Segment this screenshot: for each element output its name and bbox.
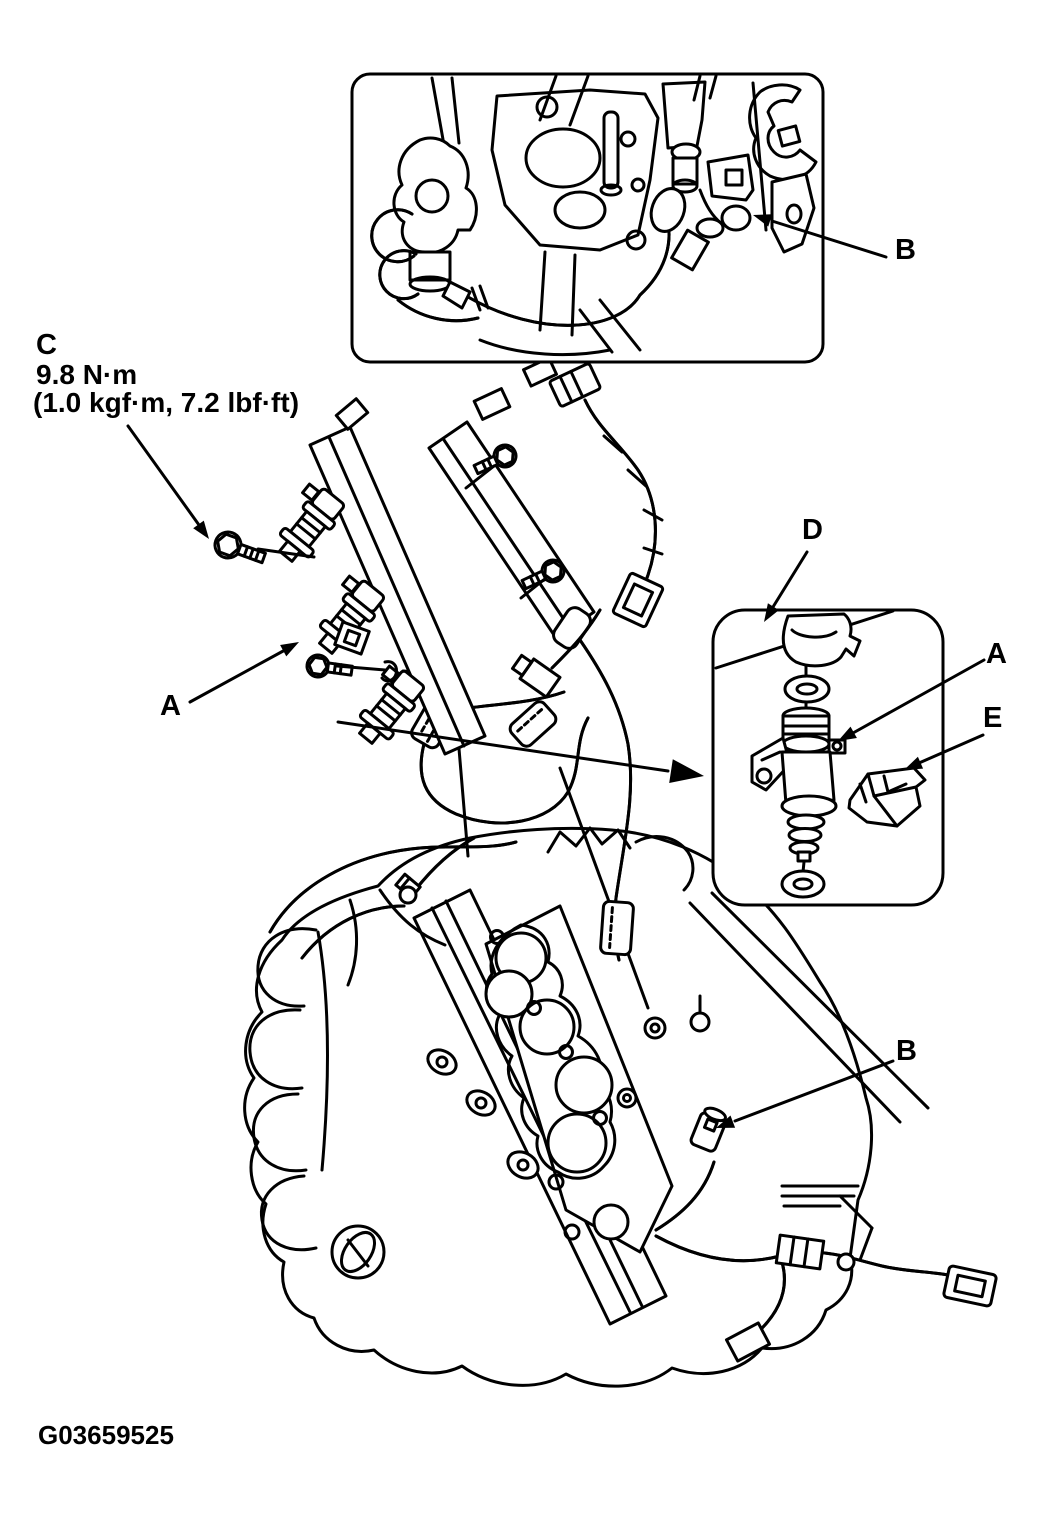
top-detail-view (350, 72, 825, 364)
hose-clamps-left (370, 208, 420, 301)
intake-manifold-runners (248, 927, 330, 1252)
detail-zoom-arrow (336, 720, 704, 783)
callout-b-bottom-letter: B (896, 1035, 917, 1067)
panel-edge-line (710, 891, 930, 1110)
main-hose (396, 220, 671, 327)
injector-connector (333, 620, 371, 656)
seal-ring (783, 674, 831, 704)
harness-connector (611, 571, 665, 629)
fuel-rail-assembly (213, 356, 665, 962)
callout-c-letter: C (36, 329, 57, 361)
injector-retainer-clip (847, 766, 927, 828)
cushion-ring (780, 869, 826, 899)
oil-filler-cap (330, 1224, 386, 1280)
rail-bolt-3 (472, 443, 518, 476)
harness-connector (548, 362, 602, 408)
callout-e-letter: E (983, 702, 1003, 734)
callout-c-arrow (126, 424, 209, 539)
torque-spec-nm: 9.8 N·m (36, 359, 138, 390)
harness-clamp-top-right (748, 83, 818, 181)
callout-d-arrow (764, 550, 809, 622)
torque-spec-alt: (1.0 kgf·m, 7.2 lbf·ft) (33, 387, 300, 418)
callout-a-main-letter: A (160, 690, 181, 722)
callout-a-inset-arrow (838, 658, 986, 741)
callout-arrows (126, 214, 986, 1128)
left-connector-fork (392, 76, 478, 293)
engine-harness-sensor (654, 1106, 727, 1232)
callout-d-letter: D (802, 514, 823, 546)
fuel-injector-exploded (750, 706, 847, 874)
panel-edge-line (688, 901, 902, 1124)
figure-id: G03659525 (38, 1420, 174, 1450)
feed-pipe-fitting (599, 899, 635, 957)
callout-e-arrow (904, 733, 985, 770)
callout-a-main-arrow (188, 642, 299, 704)
fuel-rail-socket-cutaway (781, 612, 862, 668)
left-fuel-rail (308, 387, 512, 756)
head-bolts (398, 885, 711, 1109)
callout-b-top-letter: B (895, 234, 916, 266)
rail-end-fitting (508, 700, 558, 748)
rail-bolt-4 (520, 558, 566, 591)
injector-detail-view (711, 608, 945, 907)
throttle-body (478, 88, 660, 357)
right-fuel-rail (427, 420, 635, 962)
rail-bolt-c-target (213, 530, 267, 565)
map-sensor-b-target (625, 153, 755, 251)
fuel-injector-1 (278, 482, 346, 563)
callout-b-top-arrow (753, 214, 888, 259)
engine-overview (243, 826, 998, 1388)
callout-b-bottom-arrow (716, 1059, 895, 1128)
injector-wiring-harness (510, 356, 665, 699)
cylinder-head-ports (484, 904, 674, 1254)
callout-a-inset-letter: A (986, 638, 1007, 670)
rail-bolt-2 (305, 653, 354, 679)
lower-wiring-harness (654, 1184, 998, 1363)
